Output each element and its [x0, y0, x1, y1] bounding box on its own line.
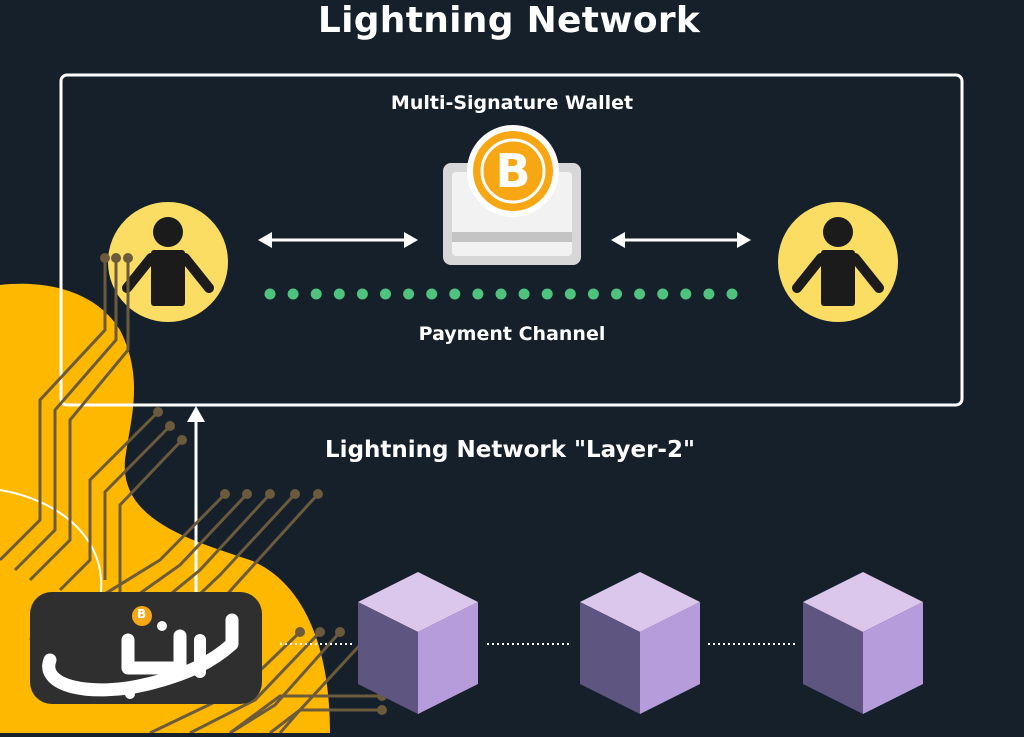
circuit-trace: [189, 630, 322, 735]
circuit-lines: [0, 253, 387, 735]
channel-dot: [587, 288, 599, 300]
circuit-trace: [28, 258, 130, 582]
person-icon: [122, 217, 214, 306]
circuit-node: [290, 489, 300, 499]
logo-badge-symbol: B: [137, 607, 147, 621]
channel-dot: [264, 288, 276, 300]
logo-watermark: B: [30, 592, 262, 704]
cube-left-face: [358, 602, 418, 714]
double-arrow-right: [611, 232, 751, 248]
wallet-icon: [443, 125, 581, 265]
circuit-node: [315, 627, 325, 637]
circuit-trace: [0, 258, 107, 562]
circuit-node: [100, 253, 110, 263]
channel-dot: [472, 288, 484, 300]
channel-dot: [726, 288, 738, 300]
circuit-node: [220, 489, 230, 499]
channel-dot: [564, 288, 576, 300]
layer2-label: Lightning Network "Layer-2": [325, 437, 695, 463]
channel-dot: [310, 288, 322, 300]
channel-dot: [518, 288, 530, 300]
circuit-node: [295, 627, 305, 637]
cube-left-face: [803, 602, 863, 714]
cube-right-face: [640, 602, 700, 714]
circuit-node: [242, 489, 252, 499]
cube-right-face: [863, 602, 923, 714]
page-title: Lightning Network: [317, 0, 701, 41]
circuit-node: [111, 253, 121, 263]
channel-dot: [703, 288, 715, 300]
bitcoin-symbol: B: [495, 144, 531, 198]
channel-dot: [634, 288, 646, 300]
cube-right-face: [418, 602, 478, 714]
channel-dot: [356, 288, 368, 300]
participant-right: [778, 202, 898, 322]
channel-dot: [541, 288, 553, 300]
circuit-trace: [278, 708, 382, 734]
circuit-node: [265, 489, 275, 499]
circuit-node: [123, 253, 133, 263]
circuit-trace: [13, 258, 118, 572]
circuit-trace: [118, 438, 184, 595]
circuit-node: [377, 705, 387, 715]
wallet-label: Multi-Signature Wallet: [390, 92, 634, 114]
channel-dot: [380, 288, 391, 300]
circuit-node: [313, 489, 323, 499]
block-cube-1: [358, 572, 478, 714]
channel-dot: [611, 288, 622, 300]
blob-curve-line: [0, 489, 103, 601]
circuit-node: [335, 627, 345, 637]
channel-dot: [449, 288, 461, 300]
block-cube-2: [580, 572, 700, 714]
up-arrow: [187, 406, 205, 595]
circuit-trace: [58, 410, 160, 592]
payment-channel-box: [59, 73, 964, 407]
circuit-node: [177, 435, 187, 445]
channel-dot: [333, 288, 345, 300]
circuit-node: [165, 421, 175, 431]
person-icon: [792, 217, 884, 306]
block-cube-3: [803, 572, 923, 714]
channel-dot: [657, 288, 669, 300]
circuit-trace: [229, 694, 382, 735]
payment-channel-dots: [264, 288, 738, 300]
cube-left-face: [580, 602, 640, 714]
channel-dot: [495, 288, 507, 300]
payment-channel-label: Payment Channel: [418, 323, 606, 345]
channel-dot: [403, 288, 415, 300]
participant-left: [108, 202, 228, 322]
circuit-node: [153, 407, 163, 417]
channel-dot: [287, 288, 299, 300]
circuit-trace: [103, 424, 172, 580]
double-arrow-left: [258, 232, 418, 248]
channel-dot: [426, 288, 438, 300]
channel-dot: [680, 288, 692, 300]
